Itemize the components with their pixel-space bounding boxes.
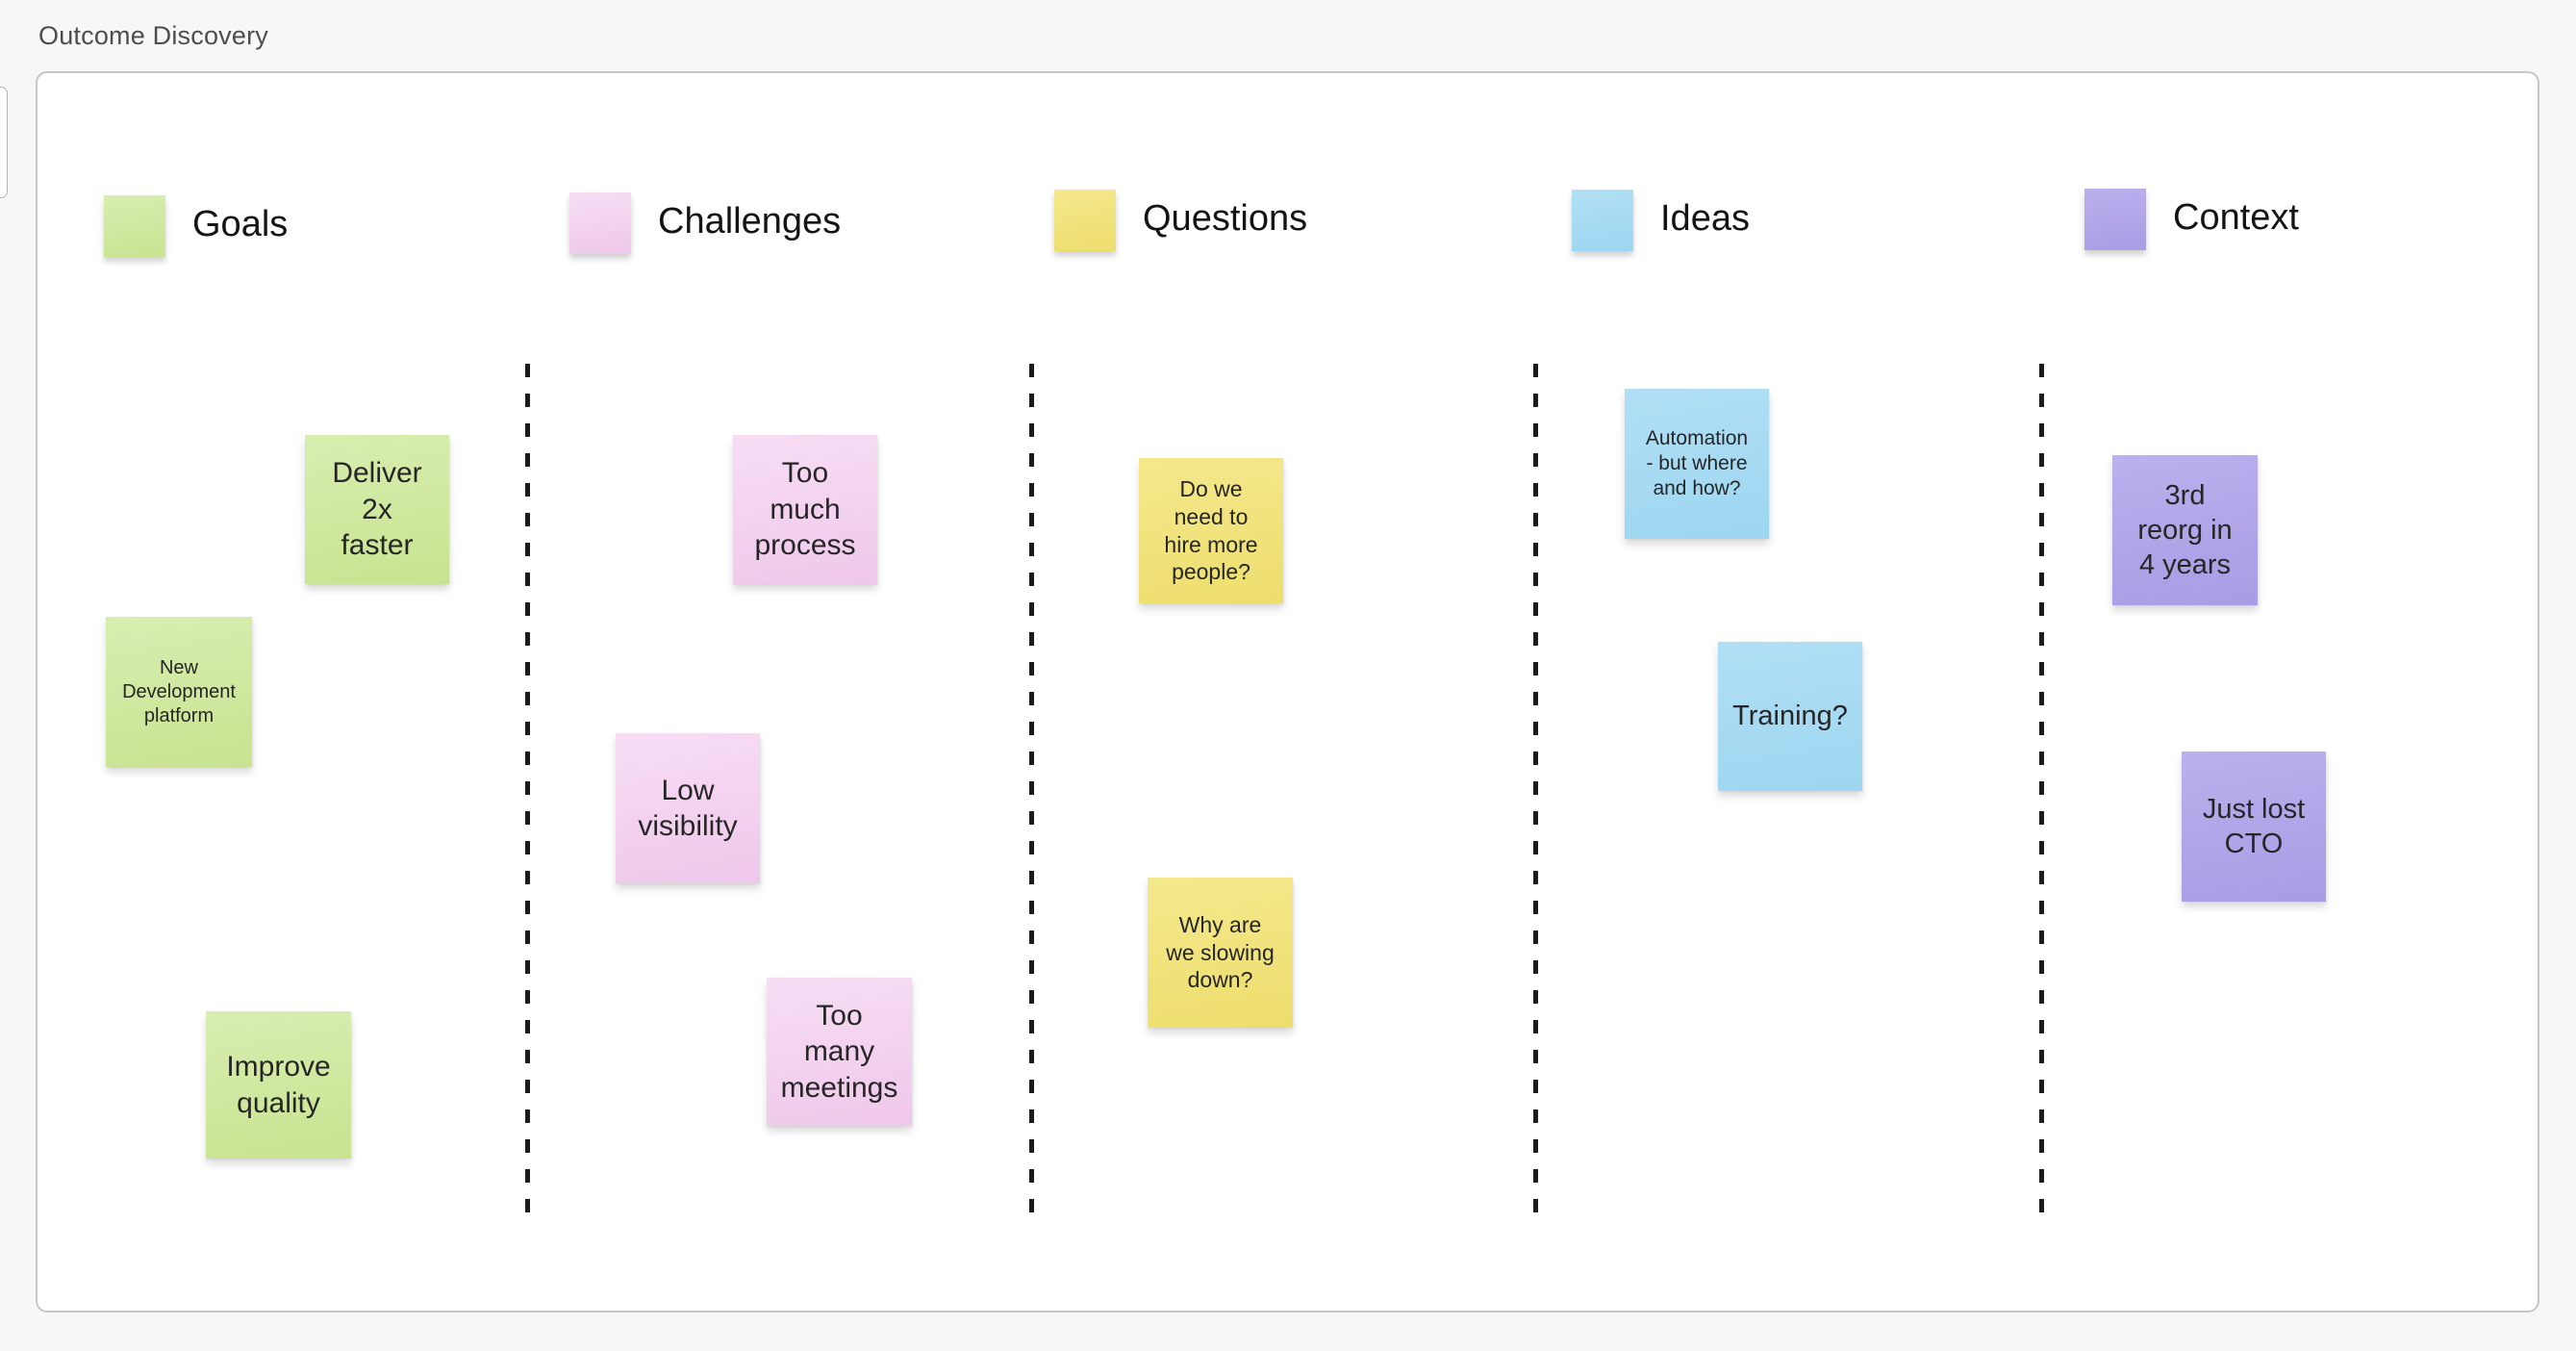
page-title: Outcome Discovery	[38, 21, 268, 50]
sticky-note-goals[interactable]: New Development platform	[106, 617, 252, 767]
offscreen-panel-edge	[0, 87, 8, 198]
column-header-questions: Questions	[1054, 190, 1307, 251]
column-separator-dashed-line	[1029, 364, 1034, 1214]
sticky-note-ideas[interactable]: Training?	[1718, 642, 1862, 791]
sticky-note-context[interactable]: Just lost CTO	[2182, 752, 2326, 902]
sticky-note-challenges[interactable]: Too many meetings	[767, 978, 912, 1126]
column-separator-dashed-line	[2039, 364, 2044, 1214]
questions-color-swatch[interactable]	[1054, 190, 1116, 251]
sticky-note-ideas[interactable]: Automation - but where and how?	[1625, 389, 1769, 539]
sticky-note-challenges[interactable]: Too much process	[733, 435, 877, 584]
sticky-note-challenges[interactable]: Low visibility	[616, 733, 760, 883]
sticky-note-questions[interactable]: Do we need to hire more people?	[1139, 458, 1283, 603]
column-label: Challenges	[658, 201, 842, 242]
sticky-note-questions[interactable]: Why are we slowing down?	[1148, 878, 1293, 1028]
column-header-context: Context	[2084, 189, 2299, 250]
column-label: Questions	[1143, 198, 1308, 239]
sticky-note-goals[interactable]: Improve quality	[206, 1011, 351, 1159]
column-header-goals: Goals	[104, 195, 288, 257]
sticky-note-context[interactable]: 3rd reorg in 4 years	[2112, 455, 2258, 605]
column-label: Ideas	[1660, 198, 1750, 239]
column-label: Goals	[192, 204, 289, 244]
column-separator-dashed-line	[1533, 364, 1538, 1214]
goals-color-swatch[interactable]	[104, 195, 165, 257]
challenges-color-swatch[interactable]	[569, 192, 631, 254]
context-color-swatch[interactable]	[2084, 189, 2146, 250]
ideas-color-swatch[interactable]	[1572, 190, 1633, 251]
sticky-note-goals[interactable]: Deliver 2x faster	[305, 435, 449, 584]
column-label: Context	[2173, 197, 2299, 238]
column-separator-dashed-line	[525, 364, 530, 1214]
whiteboard-canvas[interactable]	[36, 71, 2539, 1313]
column-header-ideas: Ideas	[1572, 190, 1750, 251]
column-header-challenges: Challenges	[569, 192, 841, 254]
